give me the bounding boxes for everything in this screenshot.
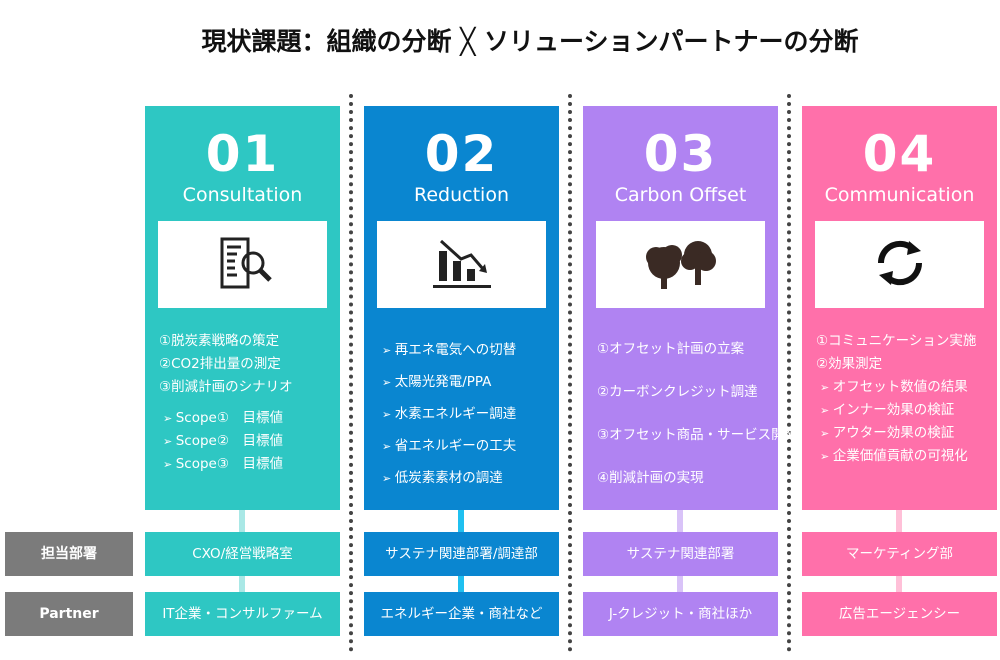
arrow-bullet-icon: ➢	[820, 450, 833, 463]
phase-name: Consultation	[182, 184, 303, 206]
list-item: ①脱炭素戦略の策定	[159, 333, 280, 349]
document-search-icon	[208, 233, 278, 297]
connector	[239, 510, 245, 532]
dotted-divider	[349, 94, 353, 652]
list-subitem: 太陽光発電/PPA	[394, 374, 492, 390]
connector	[896, 510, 902, 532]
phase-items: ①オフセット計画の立案 ②カーボンクレジット調達 ③オフセット商品・サービス開発 ④削…	[597, 328, 799, 500]
list-subitem: 省エネルギーの工夫	[394, 438, 517, 454]
chart-decrease-icon	[427, 233, 497, 297]
list-item: ②CO2排出量の測定	[159, 356, 281, 372]
list-item: ③削減計画のシナリオ	[159, 379, 293, 395]
partner-bar: IT企業・コンサルファーム	[145, 592, 340, 636]
list-subitem: Scope② 目標値	[175, 433, 283, 449]
list-item: ①コミュニケーション実施	[816, 333, 977, 349]
partner-bar: J-クレジット・商社ほか	[583, 592, 778, 636]
phase-items: ①脱炭素戦略の策定 ②CO2排出量の測定 ③削減計画のシナリオ ➢ Scope① 目標…	[159, 330, 336, 476]
dotted-divider	[787, 94, 791, 652]
list-subitem: アウター効果の検証	[832, 425, 955, 441]
arrow-bullet-icon: ➢	[163, 458, 176, 471]
connector	[458, 576, 464, 592]
arrow-bullet-icon: ➢	[382, 344, 395, 357]
row-label-partner: Partner	[5, 592, 133, 636]
arrow-bullet-icon: ➢	[163, 412, 176, 425]
phase-card: 02 Reduction ➢ 再エネ電気への切替➢ 太陽光発電/PPA➢ 水素エ…	[364, 106, 559, 510]
list-subitem: Scope① 目標値	[175, 410, 283, 426]
list-subitem: 低炭素素材の調達	[394, 470, 503, 486]
partner-bar: 広告エージェンシー	[802, 592, 997, 636]
list-subitem: 水素エネルギー調達	[394, 406, 517, 422]
phase-name: Reduction	[414, 184, 509, 206]
phase-number: 02	[424, 125, 499, 183]
arrow-bullet-icon: ➢	[820, 404, 833, 417]
list-subitem: Scope③ 目標値	[175, 456, 283, 472]
department-bar: サステナ関連部署	[583, 532, 778, 576]
connector	[677, 576, 683, 592]
arrow-bullet-icon: ➢	[382, 408, 395, 421]
arrow-bullet-icon: ➢	[382, 440, 395, 453]
arrow-bullet-icon: ➢	[382, 472, 395, 485]
arrow-bullet-icon: ➢	[820, 381, 833, 394]
phase-number: 01	[205, 125, 280, 183]
list-item: ③オフセット商品・サービス開発	[597, 427, 799, 443]
connector	[239, 576, 245, 592]
list-subitem: 企業価値貢献の可視化	[832, 448, 968, 464]
phase-number: 04	[862, 125, 937, 183]
icon-box	[815, 221, 984, 308]
list-subitem: 再エネ電気への切替	[394, 342, 517, 358]
arrow-bullet-icon: ➢	[163, 435, 176, 448]
trees-icon	[636, 233, 726, 297]
department-bar: サステナ関連部署/調達部	[364, 532, 559, 576]
connector	[677, 510, 683, 532]
icon-box	[158, 221, 327, 308]
list-item: ②カーボンクレジット調達	[597, 384, 758, 400]
phase-card: 03 Carbon Offset ①オフセット計画の立案 ②カーボンクレジット調達…	[583, 106, 799, 510]
row-label-department: 担当部署	[5, 532, 133, 576]
connector	[896, 576, 902, 592]
department-bar: CXO/経営戦略室	[145, 532, 340, 576]
refresh-cycle-icon	[865, 233, 935, 297]
phase-items: ➢ 再エネ電気への切替➢ 太陽光発電/PPA➢ 水素エネルギー調達➢ 省エネルギ…	[378, 334, 555, 494]
phase-number: 03	[643, 125, 718, 183]
list-subitem: オフセット数値の結果	[832, 379, 968, 395]
phase-card: 04 Communication ①コミュニケーション実施 ②効果測定 ➢ オフセッ…	[802, 106, 997, 510]
list-item: ④削減計画の実現	[597, 470, 704, 486]
dotted-divider	[568, 94, 572, 652]
arrow-bullet-icon: ➢	[820, 427, 833, 440]
page-title: 現状課題：組織の分断 ╳ ソリューションパートナーの分断	[201, 27, 859, 56]
connector	[458, 510, 464, 532]
list-subitem: インナー効果の検証	[832, 402, 955, 418]
partner-bar: エネルギー企業・商社など	[364, 592, 559, 636]
department-bar: マーケティング部	[802, 532, 997, 576]
list-item: ①オフセット計画の立案	[597, 341, 745, 357]
phase-name: Carbon Offset	[614, 184, 747, 206]
arrow-bullet-icon: ➢	[382, 376, 395, 389]
icon-box	[377, 221, 546, 308]
phase-card: 01 Consultation ①脱炭素戦略の策定 ②CO2排出量の測定 ③削減計画…	[145, 106, 340, 510]
list-item: ②効果測定	[816, 356, 883, 372]
phase-name: Communication	[824, 184, 975, 206]
icon-box	[596, 221, 765, 308]
